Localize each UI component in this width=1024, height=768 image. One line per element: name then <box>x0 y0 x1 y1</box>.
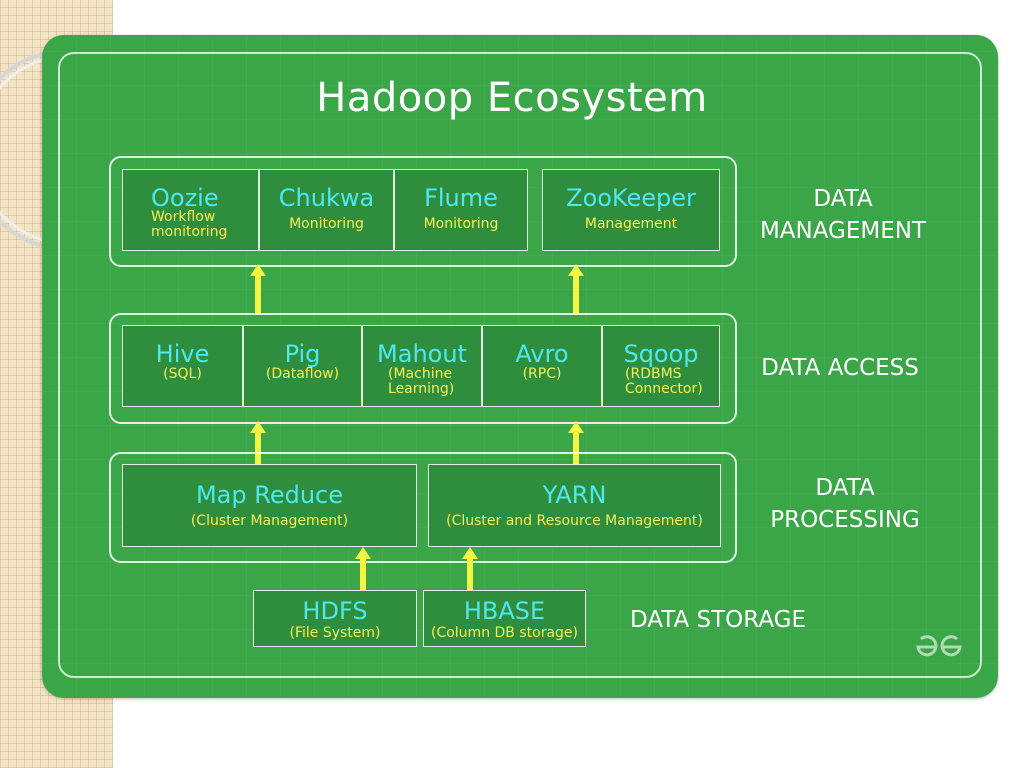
arrow-up-icon <box>250 421 266 465</box>
component-desc: (Column DB storage) <box>430 625 578 641</box>
arrow-up-icon <box>568 264 584 314</box>
arrow-up-icon <box>462 547 478 591</box>
component-desc-line2: monitoring <box>151 224 228 240</box>
component-desc-line1: (RDBMS <box>625 366 682 382</box>
component-desc: (Dataflow) <box>265 366 340 382</box>
component-mahout: Mahout (Machine Learning) <box>362 325 482 407</box>
layer-label-data-storage: DATA STORAGE <box>618 604 818 636</box>
layer-label-data-access: DATA ACCESS <box>750 352 930 384</box>
component-desc: Monitoring <box>289 216 364 232</box>
layer-label-data-processing: DATA PROCESSING <box>755 472 935 536</box>
layer-label-line1: DATA <box>813 186 873 212</box>
component-desc-line2: Learning) <box>388 381 455 397</box>
component-desc-line1: (Machine <box>388 366 453 382</box>
component-name: Mahout <box>377 340 467 368</box>
component-desc: (Cluster Management) <box>190 513 349 529</box>
component-name: YARN <box>542 481 607 509</box>
diagram-title: Hadoop Ecosystem <box>316 75 708 121</box>
component-name: HBASE <box>463 597 546 625</box>
component-zookeeper: ZooKeeper Management <box>542 169 720 251</box>
data-processing-layer <box>109 452 737 563</box>
component-name: Avro <box>515 340 569 368</box>
component-name: ZooKeeper <box>566 184 696 212</box>
layer-label-line2: PROCESSING <box>770 507 920 533</box>
component-name: Hive <box>155 340 210 368</box>
component-hive: Hive (SQL) <box>122 325 243 407</box>
component-name: Chukwa <box>278 184 375 212</box>
component-pig: Pig (Dataflow) <box>243 325 362 407</box>
component-map-reduce: Map Reduce (Cluster Management) <box>122 464 417 547</box>
diagram-frame <box>58 52 982 678</box>
layer-label-text: DATA STORAGE <box>629 607 807 633</box>
layer-label-line1: DATA <box>815 475 875 501</box>
component-name: Flume <box>424 184 498 212</box>
component-desc: (File System) <box>289 625 381 641</box>
component-desc-line1: Workflow <box>151 209 216 225</box>
component-name: Sqoop <box>623 340 699 368</box>
component-hbase: HBASE (Column DB storage) <box>423 590 586 647</box>
component-name: Map Reduce <box>195 481 344 509</box>
component-desc: Monitoring <box>423 216 499 232</box>
component-oozie: Oozie Workflow monitoring <box>122 169 259 251</box>
component-flume: Flume Monitoring <box>394 169 528 251</box>
arrow-up-icon <box>250 264 266 314</box>
component-sqoop: Sqoop (RDBMS Connector) <box>602 325 720 407</box>
component-chukwa: Chukwa Monitoring <box>259 169 394 251</box>
data-access-layer <box>109 313 737 424</box>
component-desc-line2: Connector) <box>625 381 703 397</box>
component-name: HDFS <box>302 597 368 625</box>
component-yarn: YARN (Cluster and Resource Management) <box>428 464 721 547</box>
component-name: Pig <box>284 340 321 368</box>
layer-label-line2: MANAGEMENT <box>759 218 927 244</box>
component-desc: (Cluster and Resource Management) <box>446 513 703 529</box>
arrow-up-icon <box>568 421 584 465</box>
component-avro: Avro (RPC) <box>482 325 602 407</box>
data-management-layer <box>109 156 737 267</box>
geeksforgeeks-logo-icon <box>916 635 962 657</box>
layer-label-text: DATA ACCESS <box>761 355 919 381</box>
component-desc: (SQL) <box>163 366 202 382</box>
layer-label-data-management: DATA MANAGEMENT <box>750 183 936 247</box>
arrow-up-icon <box>355 547 371 591</box>
component-name: Oozie <box>151 184 219 212</box>
component-hdfs: HDFS (File System) <box>253 590 417 647</box>
component-desc: Management <box>584 216 678 232</box>
component-desc: (RPC) <box>522 366 562 382</box>
